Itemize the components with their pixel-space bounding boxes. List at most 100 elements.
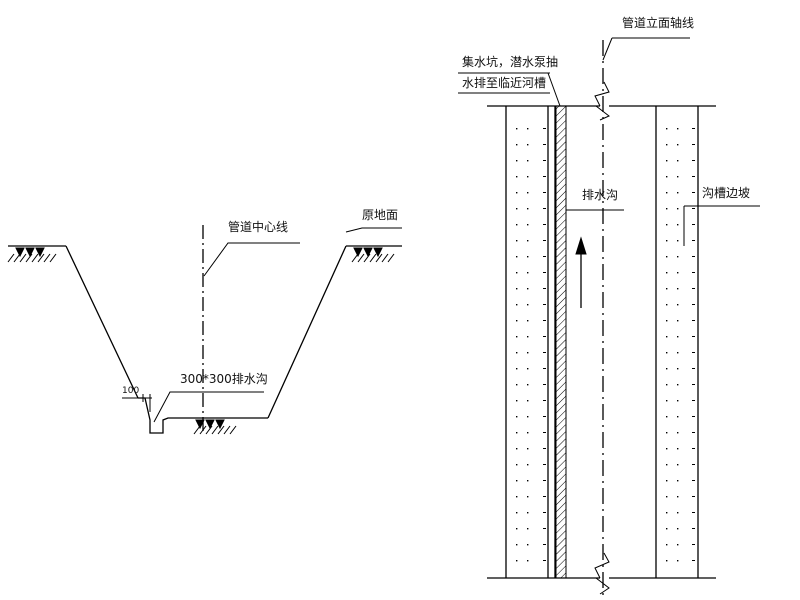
slope-dot: [527, 512, 529, 514]
slope-dot: [516, 224, 518, 226]
slope-tick: [692, 144, 695, 145]
slope-tick: [692, 560, 695, 561]
slope-dot: [666, 256, 668, 258]
slope-dot: [666, 272, 668, 274]
slope-tick: [692, 464, 695, 465]
slope-dot: [516, 288, 518, 290]
slope-dot: [527, 176, 529, 178]
slope-tick: [692, 544, 695, 545]
slope-tick: [692, 448, 695, 449]
slope-dot: [677, 240, 679, 242]
slope-tick: [692, 208, 695, 209]
slope-dot: [527, 336, 529, 338]
slope-tick: [692, 128, 695, 129]
slope-tick: [543, 144, 546, 145]
ground-symbol-right: [351, 247, 395, 263]
slope-dot: [677, 288, 679, 290]
slope-dot: [516, 416, 518, 418]
pipe-axis-leader: [602, 37, 613, 61]
slope-dot: [677, 144, 679, 146]
slope-dot: [677, 400, 679, 402]
slope-tick: [692, 480, 695, 481]
slope-dot: [677, 416, 679, 418]
slope-tick: [543, 224, 546, 225]
slope-dot: [666, 128, 668, 130]
slope-dot: [527, 448, 529, 450]
dimension-label: 100: [122, 386, 140, 396]
break-symbol-bottom: [594, 552, 610, 579]
slope-tick: [543, 192, 546, 193]
slope-tick: [543, 464, 546, 465]
slope-dot: [516, 544, 518, 546]
slope-dot: [677, 368, 679, 370]
slope-dot: [516, 352, 518, 354]
slope-dot: [516, 512, 518, 514]
slope-tick: [543, 560, 546, 561]
slope-dot: [677, 336, 679, 338]
slope-dot: [527, 192, 529, 194]
slope-dot: [516, 304, 518, 306]
slope-dot: [516, 384, 518, 386]
ditch-hatched-strip: [555, 105, 567, 579]
slope-dot: [527, 304, 529, 306]
slope-dot: [666, 352, 668, 354]
slope-tick: [543, 128, 546, 129]
slope-dot: [527, 560, 529, 562]
slope-dot: [666, 192, 668, 194]
slope-tick: [692, 400, 695, 401]
slope-tick: [543, 320, 546, 321]
slope-dot: [666, 224, 668, 226]
sump-label-line-1: 集水坑，潜水泵抽: [462, 55, 559, 69]
pipe-centerline-label: 管道中心线: [228, 220, 289, 234]
slope-tick: [692, 352, 695, 353]
slope-dot: [666, 304, 668, 306]
slope-tick: [543, 496, 546, 497]
slope-dot: [666, 416, 668, 418]
slope-dot: [666, 496, 668, 498]
slope-tick: [692, 304, 695, 305]
slope-dot: [666, 464, 668, 466]
original-ground-label: 原地面: [362, 208, 399, 222]
slope-tick: [543, 304, 546, 305]
sump-leader: [547, 72, 561, 107]
flow-arrow-head: [575, 236, 587, 255]
slope-tick: [692, 176, 695, 177]
trench-section-view: [7, 225, 402, 435]
slope-dot: [516, 256, 518, 258]
slope-tick: [543, 512, 546, 513]
slope-dot: [516, 128, 518, 130]
slope-tick: [692, 512, 695, 513]
slope-tick: [543, 384, 546, 385]
slope-dot: [516, 464, 518, 466]
ground-symbol-left: [7, 247, 57, 263]
slope-tick: [543, 256, 546, 257]
slope-dot: [666, 448, 668, 450]
slope-dot: [527, 224, 529, 226]
slope-dot: [527, 544, 529, 546]
slope-dot: [527, 160, 529, 162]
slope-dot: [516, 480, 518, 482]
slope-dot: [527, 496, 529, 498]
slope-dot: [666, 400, 668, 402]
slope-dot: [666, 176, 668, 178]
slope-dot: [527, 480, 529, 482]
slope-tick: [543, 368, 546, 369]
slope-tick: [543, 416, 546, 417]
break-symbol-top: [594, 81, 610, 107]
slope-dot: [516, 368, 518, 370]
slope-tick: [543, 400, 546, 401]
slope-tick: [543, 176, 546, 177]
slope-texture-dots: [516, 128, 695, 562]
slope-dot: [677, 432, 679, 434]
slope-tick: [543, 448, 546, 449]
slope-dot: [677, 320, 679, 322]
left-slope-dots: [516, 128, 546, 562]
slope-dot: [666, 528, 668, 530]
ground-leader: [345, 227, 402, 233]
slope-dot: [516, 240, 518, 242]
slope-dot: [516, 336, 518, 338]
slope-dot: [516, 208, 518, 210]
slope-dot: [666, 544, 668, 546]
slope-dot: [527, 400, 529, 402]
slope-dot: [677, 496, 679, 498]
